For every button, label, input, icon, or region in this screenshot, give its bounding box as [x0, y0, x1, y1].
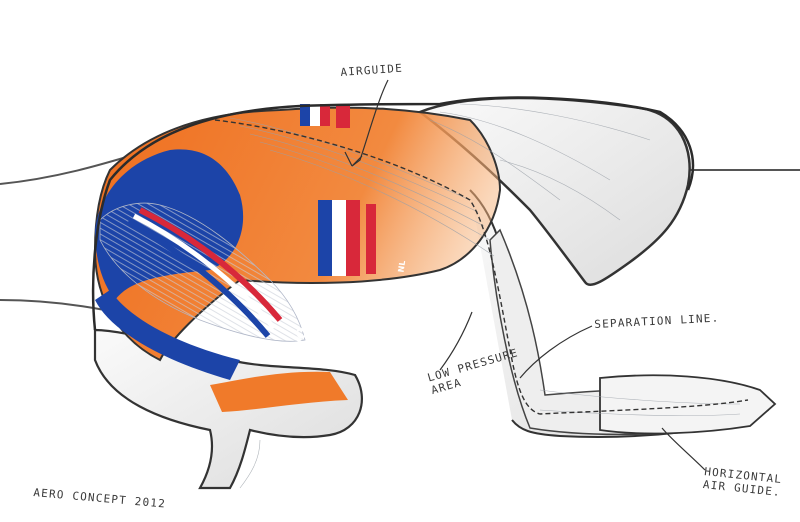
airguide-leader: [351, 79, 389, 167]
shoulder-stripe-red: [320, 104, 330, 126]
air-guide-dashed-line: [214, 119, 749, 415]
back-stripe-red-2: [366, 204, 376, 274]
suit-panel-text: NL: [396, 260, 408, 273]
airguide-arrow: [344, 151, 363, 167]
leg-stripe-blue: [126, 219, 271, 338]
horizontal-guide-leader: [661, 427, 706, 471]
back-stripe-white: [332, 200, 346, 276]
shoulder-stripe-red-2: [336, 106, 350, 128]
shoulder-stripe-white: [310, 104, 320, 126]
shoulder-stripe-blue: [300, 104, 310, 126]
thigh-orange-band: [210, 371, 348, 412]
leg-stripe-red: [138, 207, 283, 322]
leg-stripe-white: [132, 213, 276, 330]
low-pressure-leader: [439, 311, 473, 371]
separation-leader: [519, 325, 593, 379]
blue-leg-band: [95, 290, 240, 380]
airflow-lines: [229, 103, 741, 489]
body-outline: [91, 96, 695, 331]
horizontal-air-guide-shape: [599, 374, 777, 435]
back-stripe-blue: [318, 200, 332, 276]
back-stripe-red: [346, 200, 360, 276]
